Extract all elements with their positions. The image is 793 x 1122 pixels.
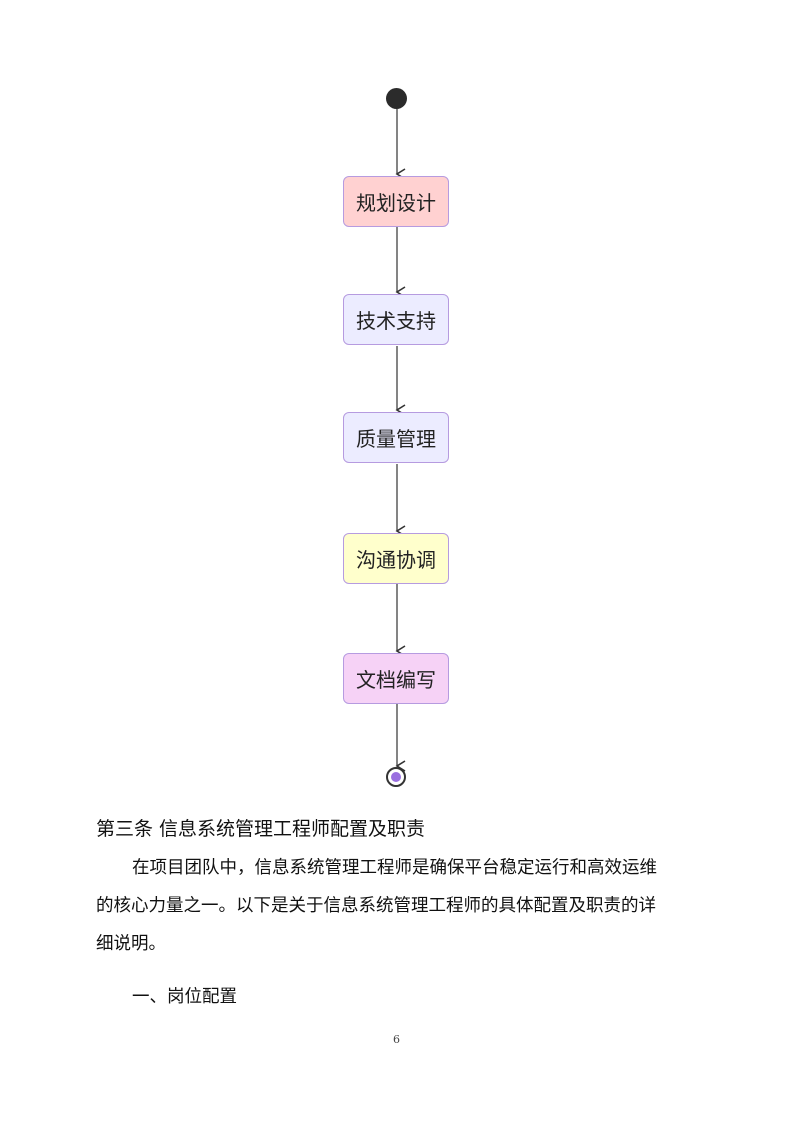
node-label: 质量管理 [356, 427, 436, 451]
node-communication: 沟通协调 [343, 533, 449, 584]
end-node [386, 767, 406, 787]
page-number: 6 [393, 1033, 400, 1046]
start-node [386, 88, 407, 109]
body-paragraph: 在项目团队中，信息系统管理工程师是确保平台稳定运行和高效运维 的核心力量之一。以… [96, 849, 696, 963]
subheading: 一、岗位配置 [132, 987, 237, 1007]
paragraph-line: 在项目团队中，信息系统管理工程师是确保平台稳定运行和高效运维 [132, 858, 657, 878]
section-heading: 第三条 信息系统管理工程师配置及职责 [96, 818, 426, 840]
node-label: 技术支持 [356, 309, 436, 333]
node-planning-design: 规划设计 [343, 176, 449, 227]
end-node-inner [391, 772, 401, 782]
node-documentation: 文档编写 [343, 653, 449, 704]
node-technical-support: 技术支持 [343, 294, 449, 345]
paragraph-line: 细说明。 [96, 934, 166, 954]
node-quality-management: 质量管理 [343, 412, 449, 463]
paragraph-line: 的核心力量之一。以下是关于信息系统管理工程师的具体配置及职责的详 [96, 896, 656, 916]
node-label: 文档编写 [356, 668, 436, 692]
node-label: 沟通协调 [356, 548, 436, 572]
flow-arrows [395, 109, 406, 772]
node-label: 规划设计 [356, 191, 436, 215]
activity-flowchart: 规划设计 技术支持 质量管理 沟通协调 文档编写 [343, 88, 449, 787]
